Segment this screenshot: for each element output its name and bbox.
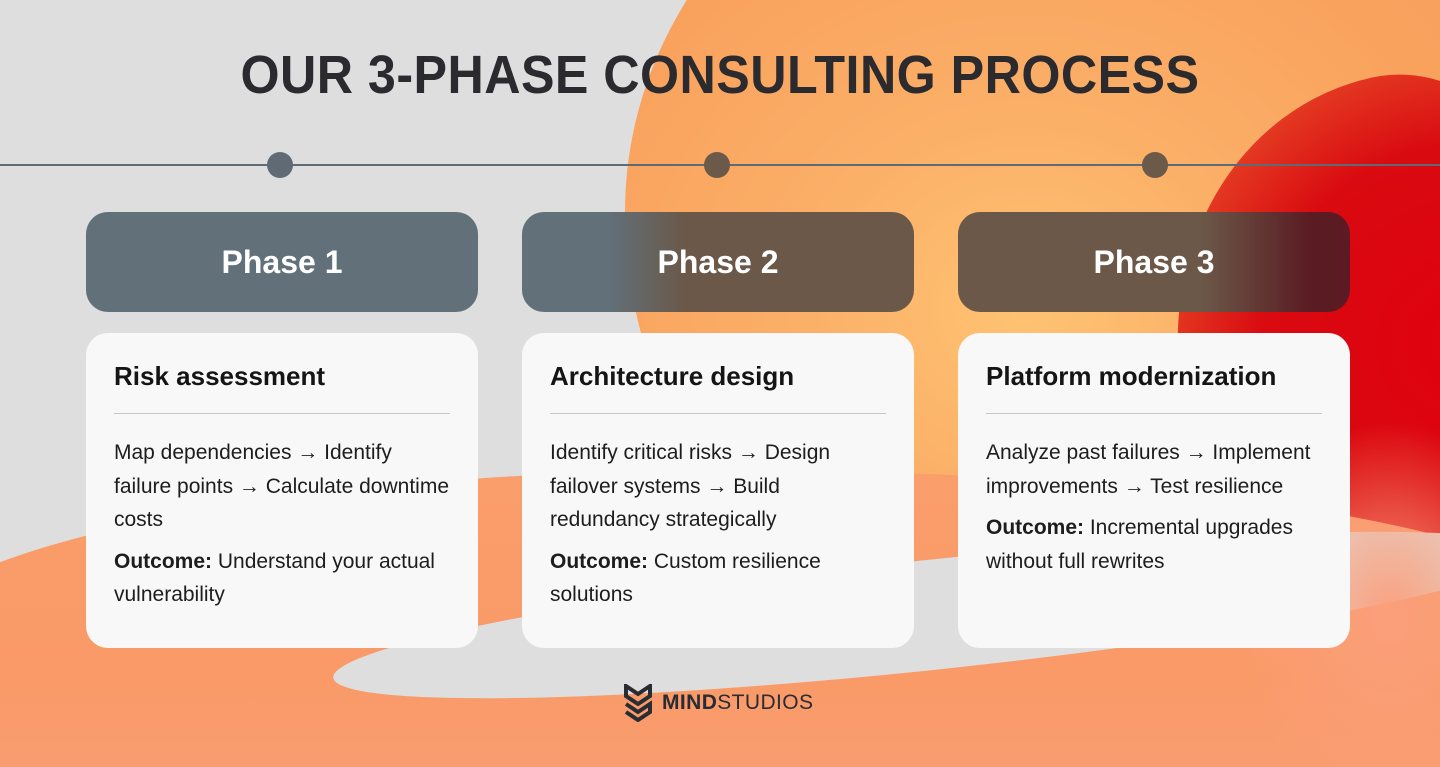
card-divider — [550, 413, 886, 414]
outcome-text: Custom resilience solutions — [550, 549, 821, 607]
outcome-text: Understand your actual vulnerability — [114, 549, 435, 607]
outcome-label: Outcome: — [114, 549, 213, 573]
card-title: Architecture design — [550, 361, 795, 391]
card-outcome: Outcome: Incremental upgrades without fu… — [986, 511, 1326, 578]
mindstudios-logo: MINDSTUDIOS — [624, 684, 813, 722]
page-title: OUR 3-PHASE CONSULTING PROCESS — [240, 45, 1200, 105]
logo-bold-text: MIND — [662, 691, 718, 714]
timeline-dot-phase-2 — [704, 152, 730, 178]
card-title: Platform modernization — [986, 361, 1277, 391]
card-divider — [114, 413, 450, 414]
phase-2-card: Architecture design Identify critical ri… — [522, 333, 914, 648]
outcome-label: Outcome: — [550, 549, 649, 573]
card-steps: Analyze past failures → Implement improv… — [986, 441, 1311, 498]
timeline-dot-phase-3 — [1142, 152, 1168, 178]
card-title: Risk assessment — [114, 361, 326, 391]
mindstudios-logo-icon — [624, 684, 652, 722]
card-outcome: Outcome: Custom resilience solutions — [550, 545, 890, 612]
logo-regular-text: STUDIOS — [717, 691, 814, 714]
phase-2-label: Phase 2 — [522, 212, 914, 312]
card-outcome: Outcome: Understand your actual vulnerab… — [114, 545, 454, 612]
phase-3-card: Platform modernization Analyze past fail… — [958, 333, 1350, 648]
logo-wordmark: MINDSTUDIOS — [662, 691, 813, 715]
outcome-text: Incremental upgrades without full rewrit… — [986, 516, 1293, 573]
outcome-label: Outcome: — [986, 516, 1085, 539]
card-steps: Map dependencies → Identify failure poin… — [114, 441, 449, 531]
phase-3-label: Phase 3 — [958, 212, 1350, 312]
card-steps: Identify critical risks → Design failove… — [550, 441, 831, 531]
card-divider — [986, 413, 1322, 414]
phase-1-label: Phase 1 — [86, 212, 478, 312]
timeline-dot-phase-1 — [267, 152, 293, 178]
phase-1-card: Risk assessment Map dependencies → Ident… — [86, 333, 478, 648]
